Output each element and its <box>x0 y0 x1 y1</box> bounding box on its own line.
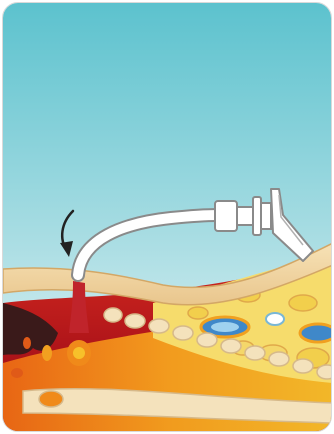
tracheostomy-illustration <box>3 3 332 432</box>
lower-tube-opening <box>39 391 63 407</box>
illustration-card <box>2 2 332 432</box>
